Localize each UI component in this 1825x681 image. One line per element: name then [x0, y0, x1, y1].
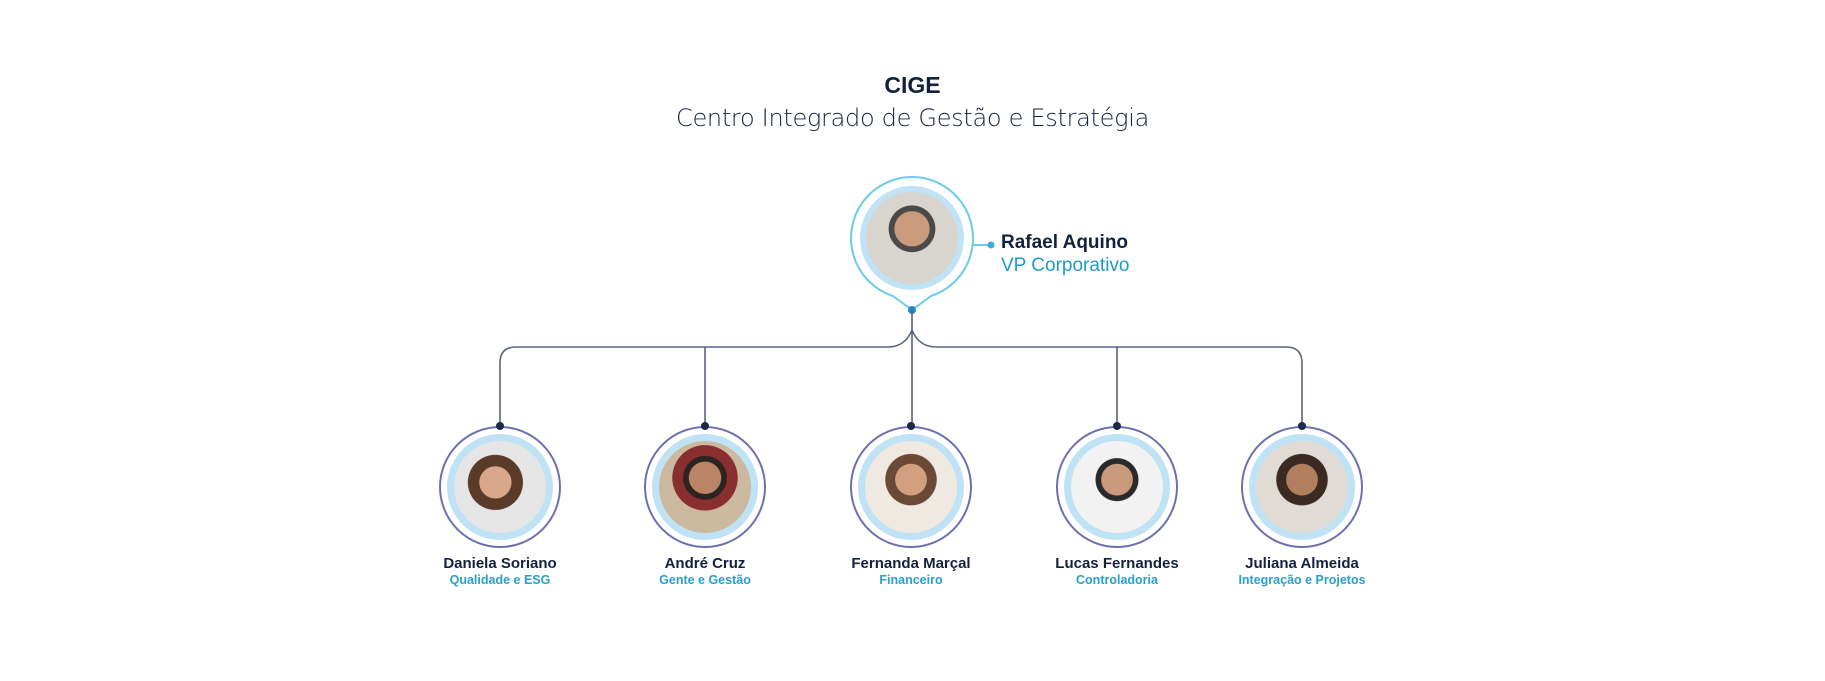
member-role: Gente e Gestão [659, 573, 751, 587]
member-name: Lucas Fernandes [1055, 555, 1179, 572]
member-connector-dot [496, 422, 504, 430]
member-name: Fernanda Marçal [851, 555, 971, 572]
member-photo [1071, 441, 1163, 533]
member-role: Controladoria [1076, 573, 1158, 587]
member-role: Financeiro [879, 573, 943, 587]
member-photo [659, 441, 751, 533]
leader-name: Rafael Aquino [1001, 232, 1129, 253]
member-connector-dot [907, 422, 915, 430]
member-connector-dot [701, 422, 709, 430]
leader-photo [866, 192, 958, 284]
member-connector-dot [1113, 422, 1121, 430]
member-name: Juliana Almeida [1245, 555, 1359, 572]
member-connector-dot [1298, 422, 1306, 430]
chart-title: CIGE [884, 72, 941, 98]
chart-subtitle: Centro Integrado de Gestão e Estratégia [675, 104, 1149, 132]
leader-label-dot [987, 241, 995, 249]
member-name: Daniela Soriano [443, 555, 557, 572]
member-photo [1256, 441, 1348, 533]
member-name: André Cruz [664, 555, 746, 572]
member-role: Integração e Projetos [1238, 573, 1366, 587]
member-photo [454, 441, 546, 533]
leader-role: VP Corporativo [1001, 255, 1130, 276]
member-role: Qualidade e ESG [449, 573, 551, 587]
member-photo [865, 441, 957, 533]
